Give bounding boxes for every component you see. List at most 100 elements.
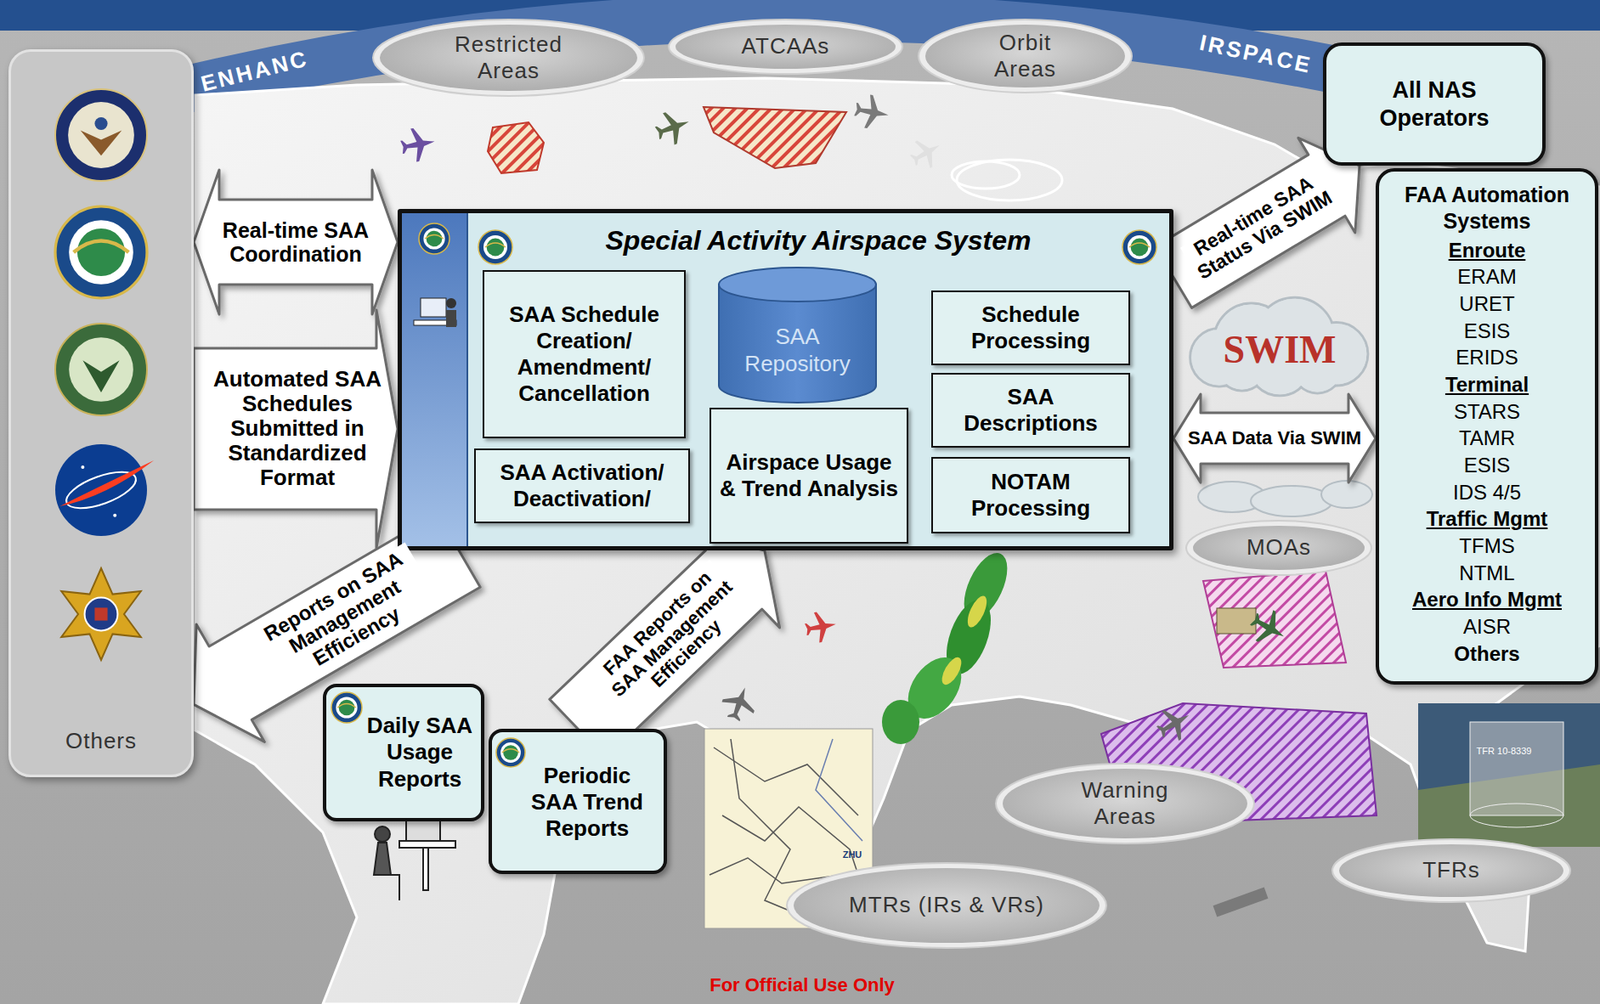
node-text: Schedule Processing [941, 301, 1120, 355]
seal-globe [503, 745, 519, 761]
map-use [1151, 701, 1198, 747]
seal-ring [55, 89, 147, 181]
seal-ring [418, 223, 450, 255]
arrow-label: Automated SAA Schedules Submitted in Sta… [210, 367, 385, 492]
moa-area [1203, 571, 1346, 668]
seal-wings [485, 243, 506, 248]
map-use [718, 682, 762, 726]
seal-field [483, 235, 508, 260]
seal-globe [426, 231, 443, 248]
classification-marking: For Official Use Only [709, 974, 895, 997]
node-text: NOTAM Processing [941, 469, 1120, 522]
map-ellipse [1469, 803, 1564, 828]
arrow-label: FAA Reports on SAA Management Efficiency [591, 559, 753, 719]
seal-wings [73, 241, 130, 254]
seal-field [1127, 235, 1152, 260]
map-ellipse [938, 654, 966, 688]
node-subtext: Aero Info Mgmt [1412, 586, 1562, 614]
block-arrow [549, 531, 781, 759]
node-text: Others [65, 728, 137, 755]
node-subtext: ESIS [1464, 317, 1511, 345]
map-rect [1213, 887, 1269, 917]
map-use [1244, 604, 1294, 653]
node-text: SWIM [1223, 327, 1337, 373]
seal-star [80, 465, 85, 470]
node-text: ATCAAs [741, 33, 831, 60]
computer-monitor [420, 298, 447, 317]
map-use [852, 92, 892, 132]
node-text: All NAS Operators [1343, 76, 1526, 132]
tfr-photo [1418, 703, 1600, 848]
photo-caption: TFR 10-8339 [1476, 746, 1533, 757]
seal-ring [478, 230, 513, 265]
map-ellipse [951, 161, 1020, 189]
strip-edge [466, 213, 469, 547]
weather-radar [881, 546, 1017, 745]
node-text: Daily SAA Usage Reports [365, 712, 475, 793]
seal-shield [94, 607, 108, 621]
node-text: Special Activity Airspace System [401, 213, 1170, 257]
seal-wings [424, 235, 444, 240]
seal-eagle [80, 130, 123, 157]
map-marker-text: ZHU [842, 849, 863, 860]
function-box: NOTAM Processing [931, 457, 1131, 534]
map-rect [1469, 722, 1564, 816]
arrow-label: Real-time SAA Coordination [219, 218, 373, 266]
oval-ring [918, 19, 1132, 93]
cylinder-top [718, 267, 877, 302]
repository-cylinder: SAA Repository [717, 267, 878, 403]
oval-fill [1339, 844, 1564, 898]
node-text: FAA Automation Systems [1387, 181, 1587, 236]
map-ellipse [963, 593, 990, 630]
seal-star [113, 514, 117, 518]
node-subtext: AISR [1463, 613, 1511, 641]
seal-field [500, 742, 521, 764]
block-arrow [1173, 394, 1376, 483]
map-use [802, 609, 839, 645]
airspace-oval: TFRs [1331, 838, 1572, 904]
seal-field [423, 227, 445, 249]
orbit-area [951, 159, 1063, 201]
map-use [398, 124, 438, 164]
block-arrow [1154, 137, 1360, 308]
arrow-label: Real-time SAA Status Via SWIM [1180, 166, 1339, 286]
node-subtext: Enroute [1448, 237, 1527, 265]
airspace-oval: MTRs (IRs & VRs) [785, 862, 1108, 950]
arrow-label: Reports on SAA Management Efficiency [250, 542, 440, 691]
node-subtext: Terminal [1445, 371, 1529, 399]
banner-text: IRSPACE [1197, 29, 1315, 80]
panel-outline [11, 51, 192, 775]
node-subtext: TAMR [1458, 424, 1516, 453]
map-polyline [815, 739, 863, 842]
map-ellipse [1321, 480, 1373, 509]
systems-box: FAA Automation SystemsEnrouteERAMURETESI… [1375, 168, 1599, 685]
map-rect [1216, 608, 1256, 634]
map-path [1203, 571, 1346, 668]
seal-swoosh [59, 460, 154, 507]
seal-center [84, 598, 119, 632]
operator-box: All NAS Operators [1322, 42, 1546, 166]
node-subtext: NTML [1458, 559, 1515, 588]
airspace-oval: MOAs [1185, 520, 1373, 577]
report-box: Daily SAA Usage Reports [322, 684, 485, 822]
seal-ring [496, 738, 526, 768]
seal-field [67, 101, 135, 169]
map-rect [423, 848, 429, 891]
map-path [373, 842, 391, 876]
node-text: Airspace Usage & Trend Analysis [719, 449, 899, 503]
map-path [375, 875, 400, 901]
oval-fill [675, 24, 896, 69]
map-polyline [713, 747, 859, 816]
report-box: Periodic SAA Trend Reports [488, 729, 668, 875]
node-text: MOAs [1246, 534, 1312, 561]
seal-wings [337, 704, 357, 709]
swim-cloud: SWIM [1185, 305, 1374, 390]
seal-ring [331, 692, 362, 724]
seal-ring [1122, 230, 1157, 265]
seal-globe [77, 228, 125, 277]
banner-text: ENHANC [198, 45, 312, 97]
block-arrow [193, 310, 398, 549]
map-ellipse [1250, 486, 1333, 517]
